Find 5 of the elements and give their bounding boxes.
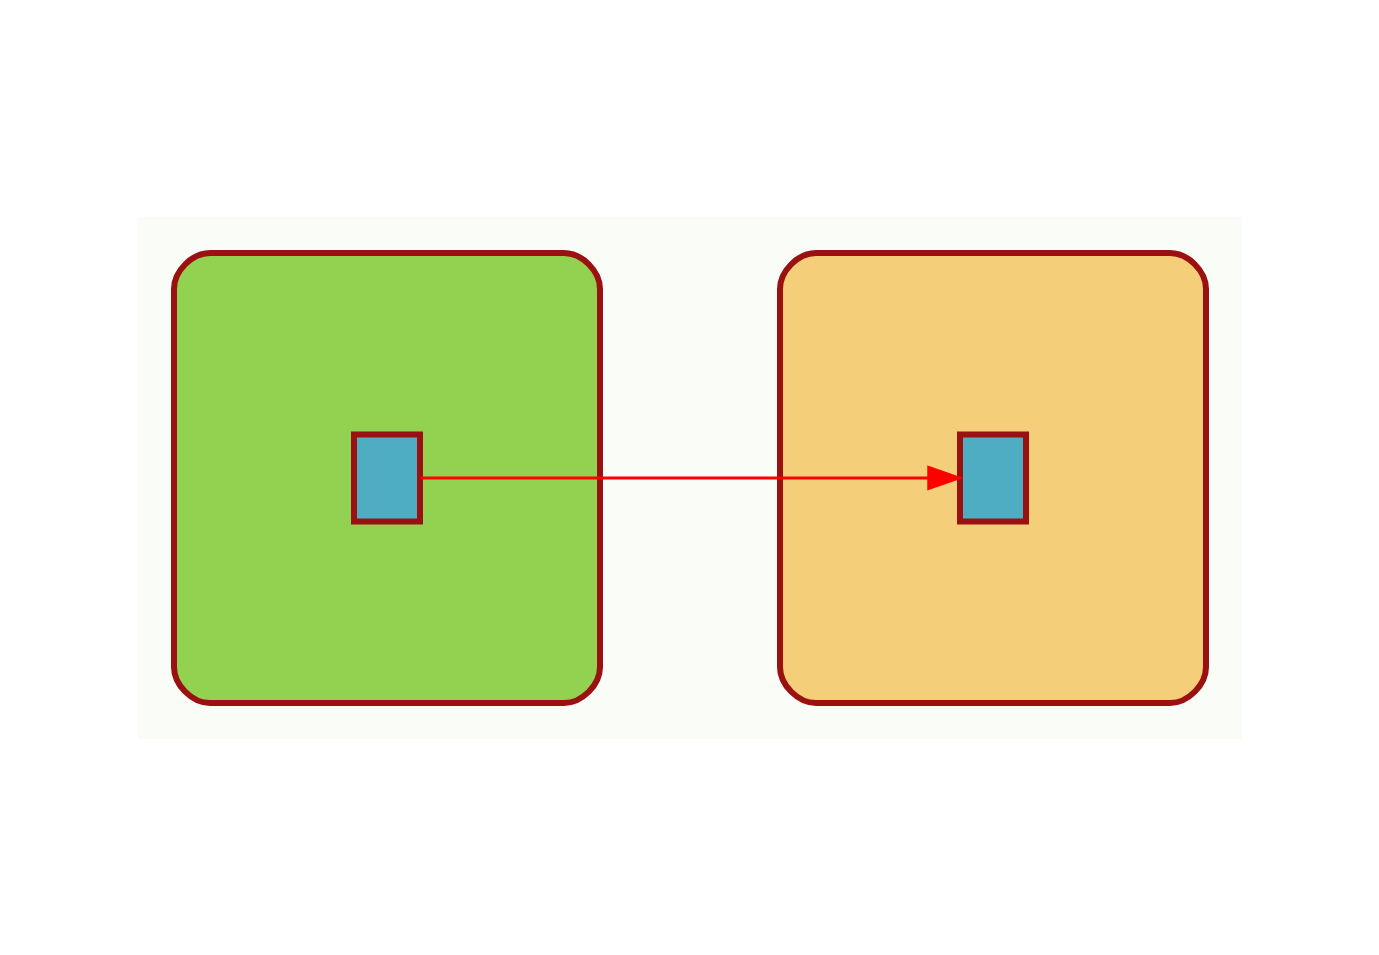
cluster [776,249,1209,706]
node-box [956,431,1029,524]
cluster [170,249,603,706]
arrow [420,464,963,491]
node-box [350,431,423,524]
